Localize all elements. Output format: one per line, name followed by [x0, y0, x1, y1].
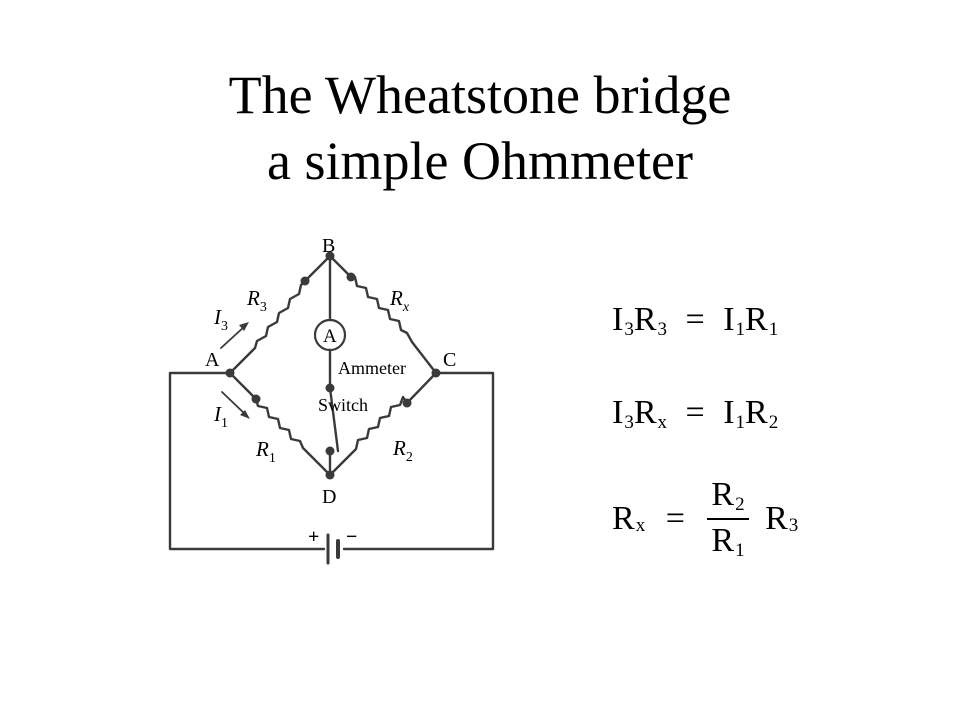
wire-a-d [228, 371, 332, 477]
current-arrow-i3 [220, 325, 246, 349]
wire-d-c [328, 371, 438, 477]
switch-contact-top [325, 383, 335, 393]
contact-dot-rx [346, 272, 356, 282]
current-label-i1: I1 [213, 402, 228, 431]
arrowhead-i1 [240, 410, 250, 419]
battery-plus-sign: + [308, 526, 319, 548]
node-label-c: C [443, 349, 456, 371]
arrowhead-i3 [239, 322, 249, 331]
slide-title: The Wheatstone bridge a simple Ohmmeter [0, 62, 960, 194]
contact-dot-r2 [402, 398, 412, 408]
resistor-label-r1: R1 [255, 437, 276, 466]
node-dot-b [325, 251, 335, 261]
title-line-2: a simple Ohmmeter [267, 131, 693, 191]
node-label-d: D [322, 486, 336, 508]
outer-wire [168, 371, 326, 551]
switch-contact-bottom [325, 446, 335, 456]
node-dot-c [431, 368, 441, 378]
node-dot-d [325, 470, 335, 480]
current-arrow-i1 [221, 391, 247, 416]
wheatstone-bridge-diagram: B A C D A Ammeter Switch R3 Rx R1 R2 I3 … [168, 235, 495, 565]
switch-label: Switch [318, 395, 368, 415]
ammeter-symbol: A [323, 326, 337, 347]
resistor-label-r3: R3 [246, 286, 267, 315]
wire-a-b [228, 254, 332, 375]
ammeter-label: Ammeter [338, 358, 406, 378]
equation-3-fraction: R2 R1 [707, 478, 749, 560]
contact-dot-r3 [300, 276, 310, 286]
node-dot-a [225, 368, 235, 378]
ammeter-circle [313, 318, 347, 352]
contact-dot-r1 [251, 394, 261, 404]
outer-wire-right [342, 371, 495, 551]
resistor-label-r2: R2 [392, 436, 413, 465]
resistor-label-rx: Rx [389, 286, 410, 315]
equation-1: I3R3 = I1R1 [612, 301, 779, 340]
switch-blade [328, 386, 340, 453]
node-label-b: B [322, 235, 335, 257]
equation-2: I3Rx = I1R2 [612, 394, 779, 433]
wire-b-c [328, 254, 438, 375]
battery-minus-sign: − [346, 526, 357, 548]
title-line-1: The Wheatstone bridge [228, 65, 732, 125]
current-label-i3: I3 [213, 305, 228, 334]
node-label-a: A [205, 349, 220, 371]
equation-3: Rx = R2 R1 R3 [612, 476, 799, 561]
